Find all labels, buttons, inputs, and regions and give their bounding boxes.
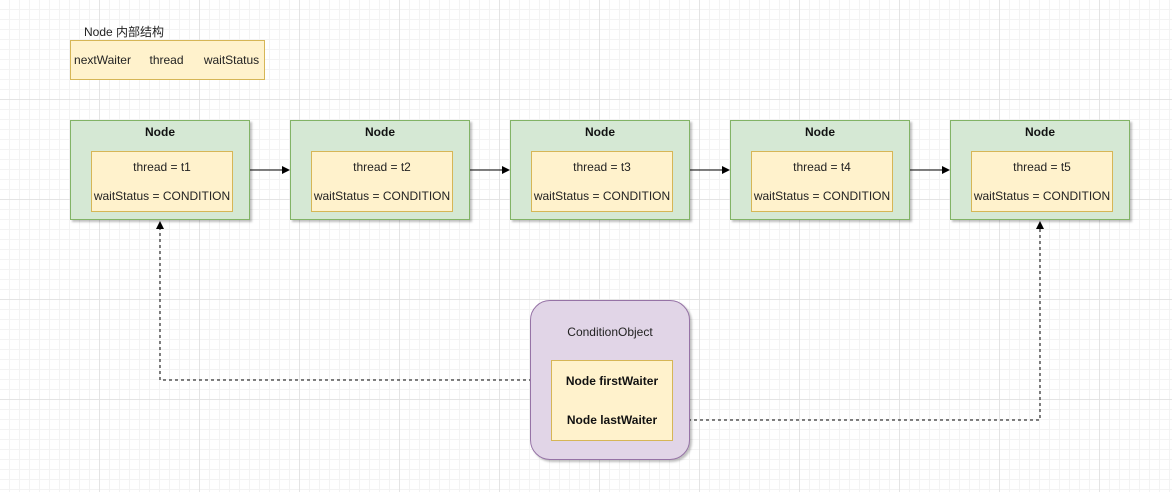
condition-object-title: ConditionObject bbox=[567, 325, 653, 339]
last-waiter-arrow bbox=[670, 221, 1044, 421]
node-status-field: waitStatus = CONDITION bbox=[531, 181, 673, 212]
legend-cell-wait-status: waitStatus bbox=[199, 40, 265, 80]
last-waiter-field[interactable]: Node lastWaiter bbox=[551, 400, 673, 441]
node-title: Node bbox=[585, 125, 615, 139]
first-waiter-arrow bbox=[156, 221, 550, 381]
node-status-field: waitStatus = CONDITION bbox=[311, 181, 453, 212]
node-thread-field: thread = t4 bbox=[751, 151, 893, 183]
node-t2[interactable]: Node thread = t2 waitStatus = CONDITION bbox=[290, 120, 470, 220]
node-status-field: waitStatus = CONDITION bbox=[751, 181, 893, 212]
node-t1[interactable]: Node thread = t1 waitStatus = CONDITION bbox=[70, 120, 250, 220]
first-waiter-field[interactable]: Node firstWaiter bbox=[551, 360, 673, 402]
node-status-field: waitStatus = CONDITION bbox=[91, 181, 233, 212]
node-title: Node bbox=[805, 125, 835, 139]
node-t4[interactable]: Node thread = t4 waitStatus = CONDITION bbox=[730, 120, 910, 220]
node-thread-field: thread = t2 bbox=[311, 151, 453, 183]
node-thread-field: thread = t5 bbox=[971, 151, 1113, 183]
legend-title: Node 内部结构 bbox=[84, 25, 165, 39]
condition-object[interactable]: ConditionObject Node firstWaiter Node la… bbox=[530, 300, 690, 460]
node-t5[interactable]: Node thread = t5 waitStatus = CONDITION bbox=[950, 120, 1130, 220]
node-t3[interactable]: Node thread = t3 waitStatus = CONDITION bbox=[510, 120, 690, 220]
node-thread-field: thread = t1 bbox=[91, 151, 233, 183]
node-status-field: waitStatus = CONDITION bbox=[971, 181, 1113, 212]
node-thread-field: thread = t3 bbox=[531, 151, 673, 183]
node-title: Node bbox=[145, 125, 175, 139]
node-title: Node bbox=[365, 125, 395, 139]
node-title: Node bbox=[1025, 125, 1055, 139]
